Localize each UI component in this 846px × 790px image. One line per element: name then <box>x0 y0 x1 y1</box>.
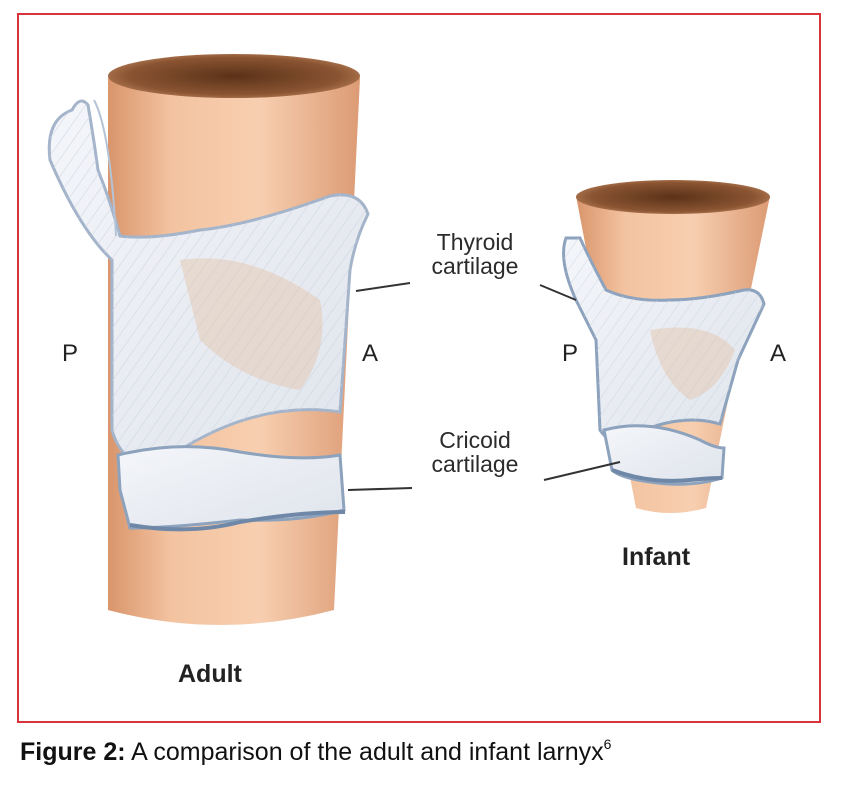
adult-posterior-label: P <box>62 340 79 367</box>
infant-anterior-label: A <box>770 340 787 367</box>
thyroid-leader-infant <box>539 284 577 301</box>
figure-caption: Figure 2: A comparison of the adult and … <box>20 736 612 767</box>
adult-trachea-lumen <box>108 54 360 98</box>
adult-cricoid-cartilage <box>116 445 346 532</box>
cricoid-label: Cricoid cartilage <box>405 428 545 476</box>
thyroid-label-line1: Thyroid <box>436 229 514 255</box>
adult-anterior-label: A <box>362 340 379 367</box>
adult-label: Adult <box>178 660 242 688</box>
infant-thyroid-cartilage <box>562 236 766 443</box>
caption-prefix: Figure 2: <box>20 738 126 766</box>
cricoid-leader-infant <box>543 461 621 481</box>
infant-cricoid-cartilage <box>602 424 726 486</box>
caption-text: A comparison of the adult and infant lar… <box>125 738 604 766</box>
infant-label: Infant <box>622 543 691 571</box>
cricoid-label-line1: Cricoid <box>439 427 511 453</box>
infant-posterior-label: P <box>562 340 579 367</box>
cricoid-leader-adult <box>347 487 413 491</box>
thyroid-label-line2: cartilage <box>431 253 519 279</box>
thyroid-label: Thyroid cartilage <box>405 230 545 278</box>
thyroid-leader-adult <box>355 282 411 292</box>
cricoid-label-line2: cartilage <box>431 451 519 477</box>
adult-thyroid-cartilage <box>47 99 370 472</box>
infant-larynx <box>562 180 770 513</box>
infant-trachea-lumen <box>576 180 770 214</box>
caption-reference: 6 <box>603 736 612 752</box>
adult-larynx <box>47 54 370 625</box>
leader-lines <box>347 282 621 491</box>
